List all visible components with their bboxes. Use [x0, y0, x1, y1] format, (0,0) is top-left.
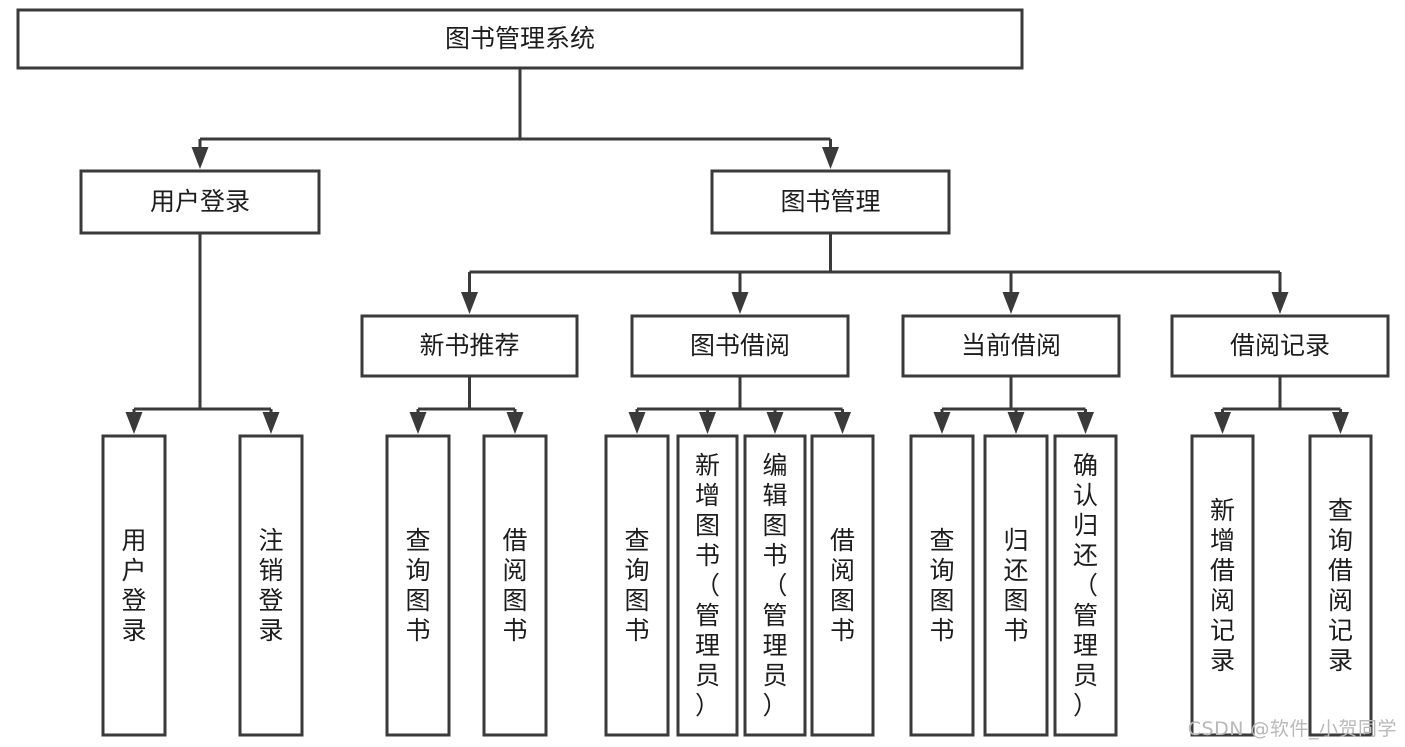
arrow-head-icon [506, 412, 524, 434]
edges-layer [125, 68, 1349, 434]
node-box [630, 314, 850, 378]
node-leaf-logout[interactable]: 注销登录 [238, 434, 304, 737]
node-label: 查询图书 [929, 526, 954, 645]
node-leaf-user-login[interactable]: 用户登录 [101, 434, 167, 737]
node-leaf-add-borrow-record[interactable]: 新增借阅记录 [1190, 434, 1255, 737]
node-box [238, 434, 304, 737]
arrow-head-icon [834, 412, 851, 434]
node-label: 新书推荐 [419, 331, 519, 360]
nodes-layer: 图书管理系统用户登录图书管理新书推荐图书借阅当前借阅借阅记录用户登录注销登录查询… [16, 8, 1390, 737]
node-box [1190, 434, 1255, 737]
arrow-head-icon [1077, 412, 1094, 434]
node-label: 编辑图书（管理员） [762, 451, 787, 720]
node-leaf-borrow-book-1[interactable]: 借阅图书 [482, 434, 548, 737]
node-leaf-query-book-2[interactable]: 查询图书 [604, 434, 670, 737]
node-leaf-confirm-return-admin[interactable]: 确认归还（管理员） [1053, 434, 1118, 737]
node-label: 归还图书 [1003, 526, 1028, 645]
arrow-head-icon [766, 412, 784, 434]
node-box [1308, 434, 1373, 737]
node-book-manage[interactable]: 图书管理 [710, 169, 951, 235]
arrow-head-icon [409, 412, 427, 434]
node-label: 借阅图书 [502, 526, 527, 645]
node-label: 确认归还（管理员） [1073, 451, 1098, 720]
arrow-head-icon [1007, 412, 1025, 434]
arrow-head-icon [822, 147, 839, 169]
node-leaf-query-book-3[interactable]: 查询图书 [909, 434, 975, 737]
node-leaf-return-book[interactable]: 归还图书 [983, 434, 1049, 737]
node-box [1053, 434, 1118, 737]
node-label: 注销登录 [258, 526, 283, 645]
node-box [482, 434, 548, 737]
node-current-borrow[interactable]: 当前借阅 [901, 314, 1121, 378]
arrow-head-icon [461, 292, 478, 314]
node-label: 新增图书（管理员） [695, 451, 720, 720]
arrow-head-icon [1271, 292, 1289, 314]
node-label: 图书管理 [780, 187, 880, 216]
node-label: 借阅图书 [830, 526, 855, 645]
arrow-head-icon [262, 412, 280, 434]
arrow-head-icon [699, 412, 716, 434]
node-leaf-borrow-book-2[interactable]: 借阅图书 [810, 434, 875, 737]
node-label: 用户登录 [150, 187, 250, 216]
node-new-book-rec[interactable]: 新书推荐 [360, 314, 579, 378]
arrow-head-icon [933, 412, 951, 434]
node-label: 新增借阅记录 [1210, 496, 1235, 675]
node-box [1170, 314, 1390, 378]
arrow-head-icon [1214, 412, 1231, 434]
node-book-borrow[interactable]: 图书借阅 [630, 314, 850, 378]
node-user-login[interactable]: 用户登录 [79, 169, 321, 235]
node-label: 查询图书 [405, 526, 430, 645]
node-leaf-edit-book-admin[interactable]: 编辑图书（管理员） [743, 434, 807, 737]
node-label: 图书借阅 [690, 331, 790, 360]
node-leaf-query-book-1[interactable]: 查询图书 [385, 434, 451, 737]
node-box [810, 434, 875, 737]
node-box [79, 169, 321, 235]
node-box [385, 434, 451, 737]
arrow-head-icon [628, 412, 646, 434]
node-box [909, 434, 975, 737]
node-box [743, 434, 807, 737]
arrow-head-icon [731, 292, 749, 314]
node-box [901, 314, 1121, 378]
node-leaf-query-borrow-record[interactable]: 查询借阅记录 [1308, 434, 1373, 737]
node-box [676, 434, 739, 737]
node-root[interactable]: 图书管理系统 [16, 8, 1024, 70]
node-box [983, 434, 1049, 737]
csdn-watermark: CSDN @软件_小贺同学 [1187, 718, 1397, 740]
node-box [101, 434, 167, 737]
arrow-head-icon [1002, 292, 1020, 314]
node-box [710, 169, 951, 235]
node-box [604, 434, 670, 737]
arrow-head-icon [1332, 412, 1349, 434]
node-box [16, 8, 1024, 70]
node-label: 借阅记录 [1230, 331, 1330, 360]
node-label: 查询借阅记录 [1328, 496, 1353, 675]
node-label: 图书管理系统 [445, 24, 595, 53]
arrow-head-icon [125, 412, 143, 434]
node-label: 当前借阅 [961, 331, 1061, 360]
node-box [360, 314, 579, 378]
arrow-head-icon [191, 147, 209, 169]
node-label: 用户登录 [121, 526, 146, 645]
node-borrow-record[interactable]: 借阅记录 [1170, 314, 1390, 378]
node-label: 查询图书 [624, 526, 649, 645]
node-leaf-add-book-admin[interactable]: 新增图书（管理员） [676, 434, 739, 737]
